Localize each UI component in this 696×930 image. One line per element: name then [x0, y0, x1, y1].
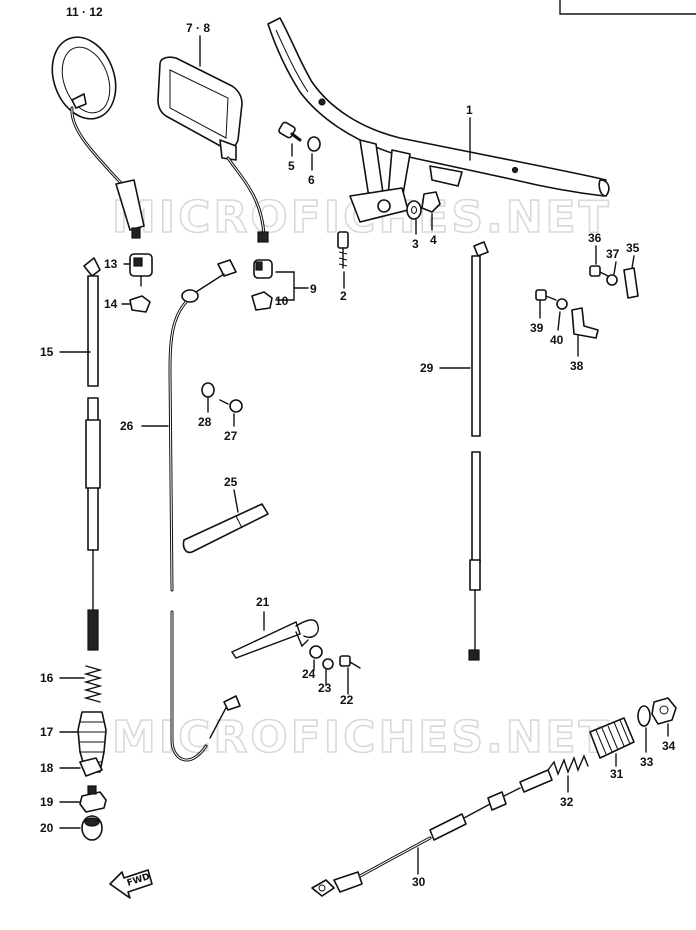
label-33: 33 [640, 755, 654, 769]
label-5: 5 [288, 159, 295, 173]
watermark-bottom: MICROFICHES.NET [112, 712, 612, 763]
label-17: 17 [40, 725, 54, 739]
nut-34[interactable] [651, 697, 677, 725]
label-16: 16 [40, 671, 54, 685]
adjuster-13[interactable] [129, 253, 153, 287]
label-39: 39 [530, 321, 544, 335]
nut-10[interactable] [251, 291, 273, 311]
label-24: 24 [302, 667, 316, 681]
label-23: 23 [318, 681, 332, 695]
bracket-38[interactable] [571, 307, 599, 339]
bolt-2[interactable] [337, 231, 349, 269]
nut-4[interactable] [421, 191, 441, 213]
washer-23[interactable] [322, 658, 334, 670]
label-1: 1 [466, 103, 473, 117]
bracket-21[interactable] [230, 619, 319, 659]
label-4: 4 [430, 233, 437, 247]
label-13: 13 [104, 257, 118, 271]
label-34: 34 [662, 739, 676, 753]
bolt-5[interactable] [278, 121, 302, 142]
washer-37[interactable] [606, 274, 618, 286]
label-32: 32 [560, 795, 574, 809]
label-6: 6 [308, 173, 315, 187]
label-7-8: 7 · 8 [186, 21, 210, 35]
label-14: 14 [104, 297, 118, 311]
label-30: 30 [412, 875, 426, 889]
washer-33[interactable] [637, 705, 651, 727]
cable-30[interactable] [311, 769, 553, 897]
label-35: 35 [626, 241, 640, 255]
label-2: 2 [340, 289, 347, 303]
clip-35[interactable] [623, 267, 639, 299]
label-27: 27 [224, 429, 238, 443]
label-18: 18 [40, 761, 54, 775]
fitting-18[interactable] [79, 757, 103, 777]
washer-3[interactable] [406, 200, 422, 220]
label-31: 31 [610, 767, 624, 781]
cable-15[interactable] [83, 257, 101, 651]
label-38: 38 [570, 359, 584, 373]
label-25: 25 [224, 475, 238, 489]
mirror-rectangular[interactable] [157, 56, 269, 243]
label-21: 21 [256, 595, 270, 609]
screw-39[interactable] [535, 289, 557, 301]
adaptor-9[interactable] [253, 259, 273, 279]
screw-36[interactable] [589, 265, 609, 277]
label-15: 15 [40, 345, 54, 359]
label-29: 29 [420, 361, 434, 375]
nut-14[interactable] [129, 295, 151, 313]
label-10: 10 [275, 294, 289, 308]
cable-26[interactable] [168, 259, 241, 762]
boot-17[interactable] [77, 711, 107, 773]
sleeve-20[interactable] [81, 815, 103, 841]
screw-27[interactable] [219, 399, 243, 413]
label-20: 20 [40, 821, 54, 835]
washer-28[interactable] [201, 382, 215, 398]
spring-16[interactable] [83, 665, 103, 703]
fwd-arrow-icon: FWD [109, 869, 153, 899]
label-9: 9 [310, 282, 317, 296]
washer-24[interactable] [309, 645, 323, 659]
label-11-12: 11 · 12 [66, 5, 103, 19]
washer-40[interactable] [556, 298, 568, 310]
spring-32[interactable] [547, 754, 589, 776]
mirror-round[interactable] [41, 28, 145, 239]
label-36: 36 [588, 231, 602, 245]
washer-6[interactable] [307, 136, 321, 152]
label-26: 26 [120, 419, 134, 433]
nut-19[interactable] [79, 785, 107, 813]
clamp-25[interactable] [182, 503, 269, 554]
label-22: 22 [340, 693, 354, 707]
frame-corner [559, 0, 696, 15]
handlebar[interactable] [267, 17, 610, 223]
label-40: 40 [550, 333, 564, 347]
screw-22[interactable] [339, 655, 361, 669]
label-37: 37 [606, 247, 620, 261]
boot-31[interactable] [589, 717, 635, 759]
label-3: 3 [412, 237, 419, 251]
label-28: 28 [198, 415, 212, 429]
cable-29[interactable] [468, 241, 489, 661]
label-19: 19 [40, 795, 54, 809]
